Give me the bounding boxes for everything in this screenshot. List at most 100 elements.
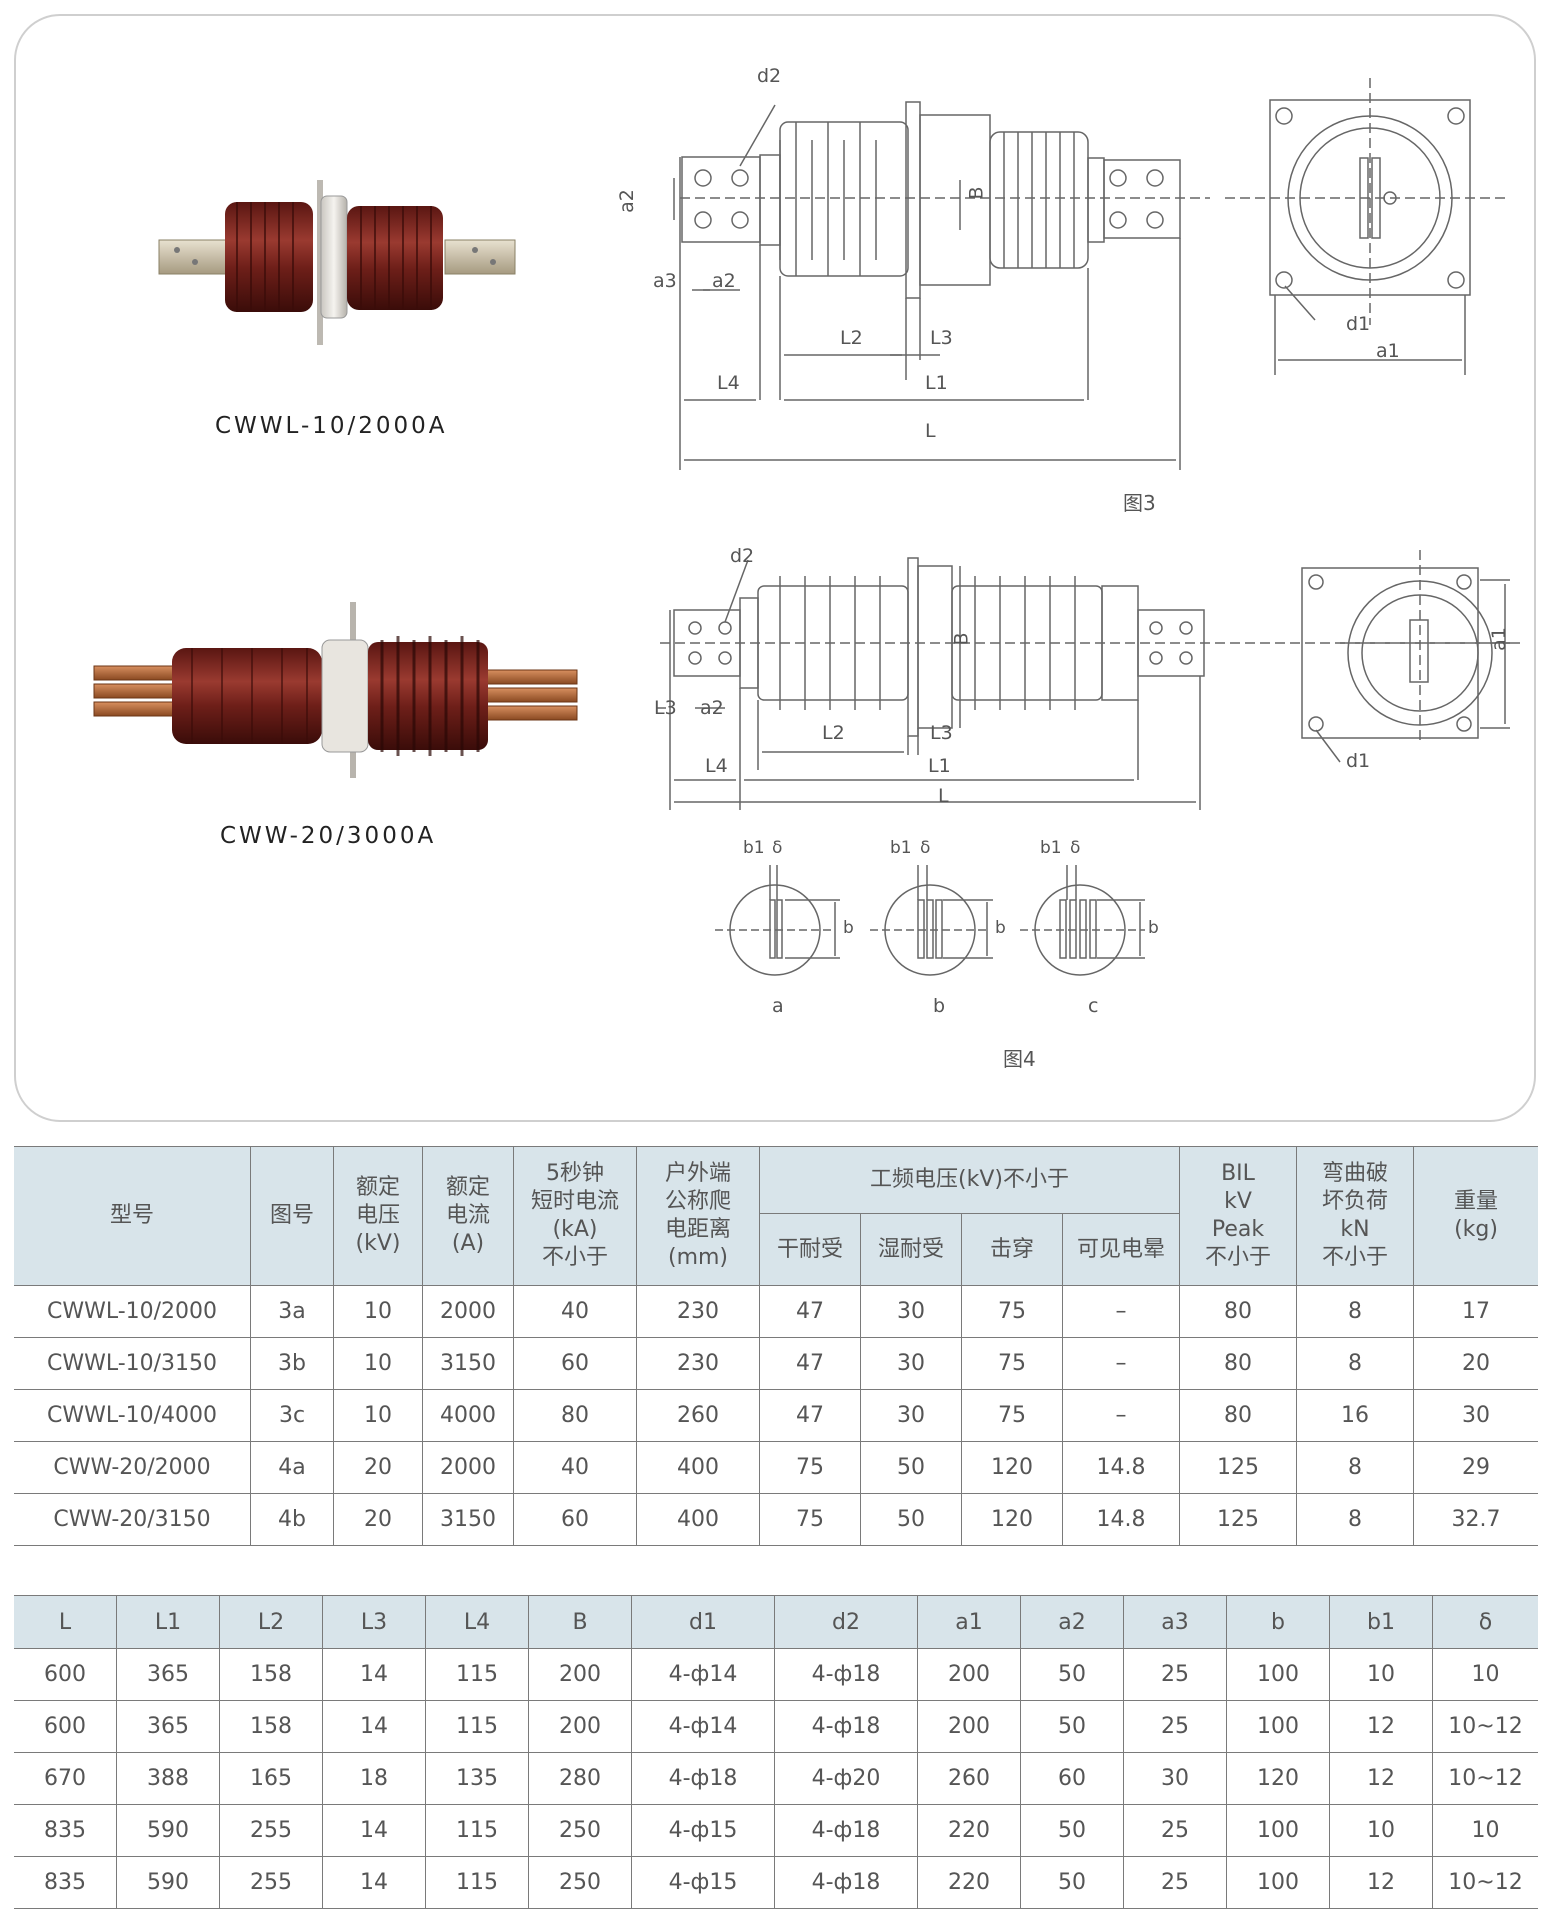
cell: 400	[636, 1493, 760, 1546]
cell: 10	[333, 1285, 423, 1338]
cell: 260	[636, 1389, 760, 1442]
cell: 4-ф18	[774, 1804, 918, 1857]
cell: 200	[917, 1648, 1021, 1701]
section-b	[870, 865, 993, 976]
spec-table: 型号 图号 额定 电压 (kV) 额定 电流 (A) 5秒钟 短时电流 (kA)…	[14, 1145, 1538, 1546]
cell: 835	[14, 1804, 117, 1857]
cell: 2000	[422, 1441, 514, 1494]
cell: 12	[1329, 1856, 1433, 1909]
cell: 20	[333, 1441, 423, 1494]
cell: 4-ф20	[774, 1752, 918, 1805]
th-L1: L1	[116, 1595, 220, 1649]
cell: 20	[333, 1493, 423, 1546]
cell: 75	[961, 1389, 1063, 1442]
cell: 165	[219, 1752, 323, 1805]
cell: 75	[759, 1493, 861, 1546]
cell: 220	[917, 1804, 1021, 1857]
cell: 230	[636, 1337, 760, 1390]
cell: 10	[1329, 1804, 1433, 1857]
th-weight: 重量 (kg)	[1413, 1146, 1538, 1286]
fig4-label-a2: a2	[700, 697, 724, 719]
cell: 3a	[250, 1285, 334, 1338]
fig3-title: 图3	[1123, 491, 1156, 515]
fig3-label-L1: L1	[925, 372, 948, 394]
cell: 20	[1413, 1337, 1538, 1390]
cell: 250	[528, 1856, 632, 1909]
cell: 50	[1020, 1648, 1124, 1701]
cell: 590	[116, 1804, 220, 1857]
cell: 47	[759, 1389, 861, 1442]
cell: 80	[1179, 1337, 1297, 1390]
cell: 100	[1226, 1804, 1330, 1857]
fig4-sections	[715, 865, 1145, 976]
section-c	[1020, 865, 1145, 976]
cell: 4b	[250, 1493, 334, 1546]
th-a3: a3	[1123, 1595, 1227, 1649]
cell: 29	[1413, 1441, 1538, 1494]
fig4-b-b: b	[995, 918, 1006, 938]
cell: 60	[1020, 1752, 1124, 1805]
fig4-label-L2: L2	[822, 722, 845, 744]
th-d1: d1	[631, 1595, 775, 1649]
cell: 600	[14, 1648, 117, 1701]
fig3-label-L2: L2	[840, 327, 863, 349]
th-L2: L2	[219, 1595, 323, 1649]
cell: 14	[322, 1804, 426, 1857]
cell: 8	[1296, 1337, 1414, 1390]
th-wet: 湿耐受	[860, 1213, 962, 1286]
cell: 4-ф14	[631, 1648, 775, 1701]
th-dry: 干耐受	[759, 1213, 861, 1286]
cell: 17	[1413, 1285, 1538, 1338]
cell: 230	[636, 1285, 760, 1338]
cell: 50	[860, 1493, 962, 1546]
cell: 3150	[422, 1493, 514, 1546]
cell: 18	[322, 1752, 426, 1805]
cell: 4-ф15	[631, 1856, 775, 1909]
cell: 8	[1296, 1285, 1414, 1338]
cell: 10	[1432, 1648, 1538, 1701]
cell: 158	[219, 1648, 323, 1701]
cell: –	[1062, 1285, 1180, 1338]
fig4-a-b1: b1	[743, 838, 765, 858]
cell: 120	[961, 1441, 1063, 1494]
cell: CWW-20/3150	[14, 1493, 251, 1546]
th-creepage: 户外端 公称爬 电距离 (mm)	[636, 1146, 760, 1286]
cell: 10	[333, 1337, 423, 1390]
cell: 10	[333, 1389, 423, 1442]
fig4-c-delta: δ	[1070, 838, 1081, 858]
cell: 16	[1296, 1389, 1414, 1442]
th-bending-load: 弯曲破 坏负荷 kN 不小于	[1296, 1146, 1414, 1286]
th-voltage: 额定 电压 (kV)	[333, 1146, 423, 1286]
cell: 14.8	[1062, 1441, 1180, 1494]
cell: 14	[322, 1648, 426, 1701]
photo-caption-2: CWW-20/3000A	[220, 823, 437, 849]
cell: 200	[528, 1700, 632, 1753]
cell: 80	[1179, 1389, 1297, 1442]
dimension-header-row: L L1 L2 L3 L4 B d1 d2 a1 a2 a3 b b1 δ	[14, 1595, 1538, 1649]
fig3-label-a3: a3	[653, 270, 677, 292]
fig4-drawing	[656, 550, 1520, 810]
cell: 10~12	[1432, 1700, 1538, 1753]
cell: 47	[759, 1337, 861, 1390]
cell: 25	[1123, 1856, 1227, 1909]
cell: 255	[219, 1804, 323, 1857]
cell: 30	[860, 1337, 962, 1390]
cell: 14	[322, 1700, 426, 1753]
fig4-label-d1: d1	[1346, 750, 1371, 772]
cell: 4-ф18	[774, 1700, 918, 1753]
fig4-c-b1: b1	[1040, 838, 1062, 858]
th-breakdown: 击穿	[961, 1213, 1063, 1286]
cell: 32.7	[1413, 1493, 1538, 1546]
th-a2: a2	[1020, 1595, 1124, 1649]
fig4-a-b: b	[843, 918, 854, 938]
cell: 60	[513, 1337, 637, 1390]
fig4-label-L: L	[938, 785, 949, 807]
fig4-label-L3: L3	[654, 697, 677, 719]
cell: 365	[116, 1648, 220, 1701]
cell: 4-ф18	[631, 1752, 775, 1805]
cell: 25	[1123, 1648, 1227, 1701]
cell: 400	[636, 1441, 760, 1494]
fig4-variant-b: b	[933, 995, 946, 1017]
